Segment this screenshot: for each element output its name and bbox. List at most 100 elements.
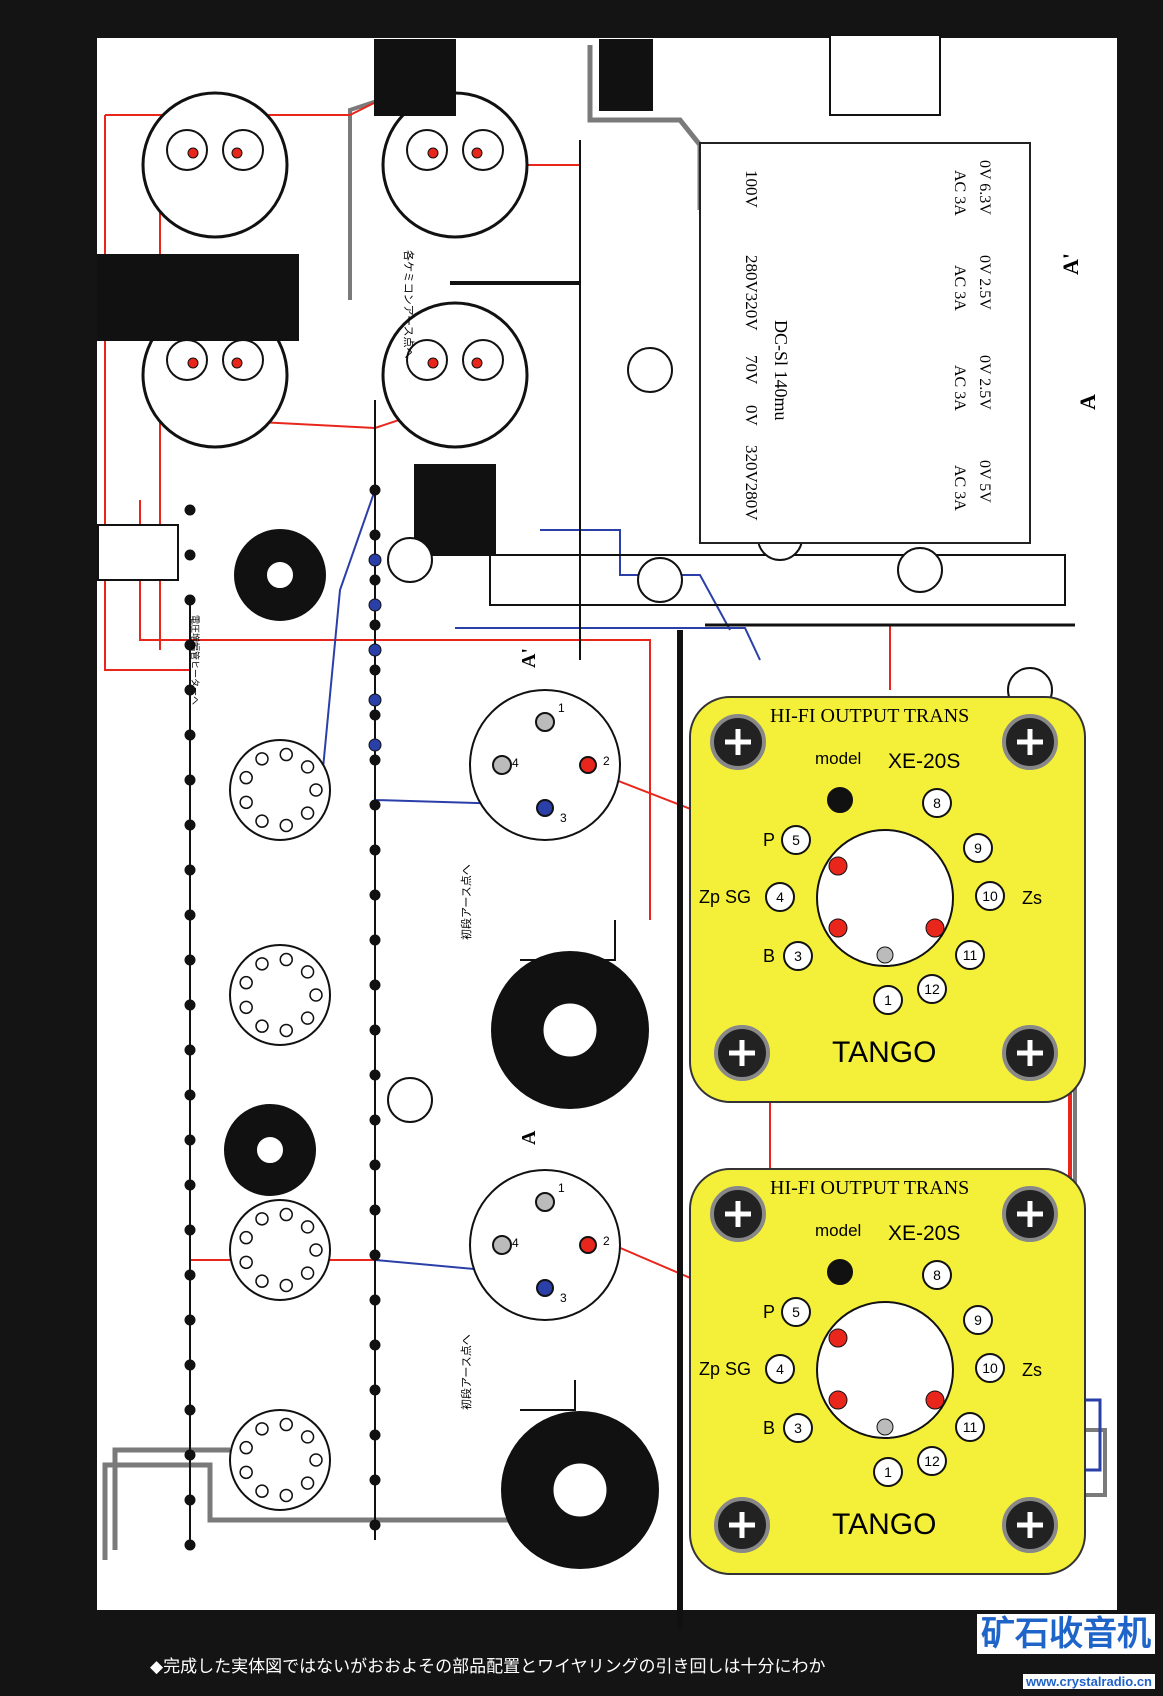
terminal-lug <box>369 1159 381 1171</box>
screw-cross <box>729 1040 755 1066</box>
ot-pin-circle <box>765 1354 795 1384</box>
ot-pin-circle <box>765 882 795 912</box>
socket-pin <box>239 1255 253 1270</box>
terminal-lug <box>369 1384 381 1396</box>
socket-pin <box>300 1430 315 1444</box>
output-transformer-1: HI-FI OUTPUT TRANS model XE-20S TANGO P … <box>689 696 1086 1103</box>
pot-shaft <box>265 560 295 590</box>
terminal-lug <box>369 1429 381 1441</box>
ot-pin-circle <box>955 1412 985 1442</box>
ot-pin-circle <box>873 985 903 1015</box>
heater-rating: AC 3A <box>951 170 968 216</box>
terminal-lug <box>184 1494 196 1506</box>
ot-pin-circle <box>917 974 947 1004</box>
socket-pin <box>279 1207 294 1222</box>
first-stage-ground-note: 初段アース点へ <box>459 1334 473 1410</box>
terminal-lug <box>369 844 381 856</box>
socket-pin <box>255 1212 269 1226</box>
ot-title: HI-FI OUTPUT TRANS <box>770 705 969 727</box>
transformer-model: DC-Sl 140mu <box>771 320 791 421</box>
ot-terminals <box>710 1186 1058 1553</box>
electrolytic-capacitor <box>387 537 433 583</box>
terminal-lug <box>184 729 196 741</box>
chemicon-ground-note: 各ケミコンアース点へ <box>402 250 416 358</box>
ot-pin-circle <box>955 940 985 970</box>
solder-point <box>876 946 894 964</box>
ot-pin-circle <box>781 825 811 855</box>
terminal-lug <box>184 1359 196 1371</box>
socket-pin-hole <box>222 339 264 381</box>
octal-pin-label: 2 <box>603 754 610 768</box>
primary-label: 100V <box>742 170 761 209</box>
ot-pin-number: 1 <box>884 1464 892 1480</box>
ot-pin-circle <box>963 1305 993 1335</box>
socket-pin <box>255 1019 269 1033</box>
terminal-lug <box>369 1474 381 1486</box>
socket-pin <box>309 783 323 797</box>
socket-pin <box>239 795 253 810</box>
socket-pin <box>579 1236 597 1254</box>
solder-point <box>925 1390 945 1410</box>
ot-pin-circle <box>922 1260 952 1290</box>
socket-pin <box>239 1230 253 1245</box>
terminal-lug <box>369 574 381 586</box>
terminal-lug <box>369 889 381 901</box>
octal-pin-label: 3 <box>560 811 567 825</box>
terminal-lug <box>369 1339 381 1351</box>
solder-point <box>828 1390 848 1410</box>
solder-point <box>828 1328 848 1348</box>
solder-point <box>427 357 439 369</box>
terminal-lug <box>184 1449 196 1461</box>
ot-pin-circle <box>783 1413 813 1443</box>
terminal-lug <box>184 1134 196 1146</box>
solder-point <box>828 856 848 876</box>
ot-pin-number: 11 <box>963 1419 978 1435</box>
terminal-lug <box>184 909 196 921</box>
marker-a: A <box>1075 394 1100 410</box>
terminal-lug <box>369 484 381 496</box>
solder-point <box>368 553 382 567</box>
terminal-lug <box>184 1224 196 1236</box>
socket-pin-hole <box>406 339 448 381</box>
terminal-lug <box>369 1114 381 1126</box>
power-switch <box>97 524 179 581</box>
solder-point <box>876 1418 894 1436</box>
terminal-lug <box>184 684 196 696</box>
octal-marker: A' <box>518 648 540 668</box>
input-jack <box>97 254 299 341</box>
terminal-lug <box>369 529 381 541</box>
solder-point <box>231 357 243 369</box>
solder-point <box>828 918 848 938</box>
socket-pin <box>536 799 554 817</box>
socket-pin <box>300 760 315 774</box>
socket-pin <box>536 1279 554 1297</box>
terminal-lug <box>369 1294 381 1306</box>
terminal-lug <box>184 1269 196 1281</box>
ot-model-prefix: model <box>815 1221 861 1240</box>
secondary-label: 320V280V <box>742 445 761 521</box>
octal-marker: A <box>518 1130 540 1145</box>
socket-pin <box>255 957 269 971</box>
ot-brand: TANGO <box>832 1508 936 1541</box>
socket-pin <box>300 1220 315 1234</box>
terminal-lug <box>369 1069 381 1081</box>
ot-pin-number: 1 <box>884 992 892 1008</box>
ot-pin-number: 3 <box>794 1420 802 1436</box>
terminal-lug <box>184 864 196 876</box>
socket-pin <box>239 975 253 990</box>
socket-pin <box>279 1488 294 1503</box>
socket-pin <box>300 1476 315 1490</box>
terminal-lug <box>369 1204 381 1216</box>
terminal-lug <box>369 619 381 631</box>
octal-pin-label: 1 <box>558 1181 565 1195</box>
ot-pin-number: 5 <box>792 832 800 848</box>
ot-terminals <box>710 714 1058 1081</box>
socket-pin <box>300 965 315 979</box>
output-transformer-2: HI-FI OUTPUT TRANS model XE-20S TANGO P … <box>689 1168 1086 1575</box>
socket-pin-hole <box>462 129 504 171</box>
ot-terminal-base <box>816 829 954 967</box>
solder-point <box>187 357 199 369</box>
ot-pin-marker <box>827 787 853 813</box>
socket-pin <box>279 1278 294 1293</box>
ot-model: XE-20S <box>888 1222 960 1245</box>
